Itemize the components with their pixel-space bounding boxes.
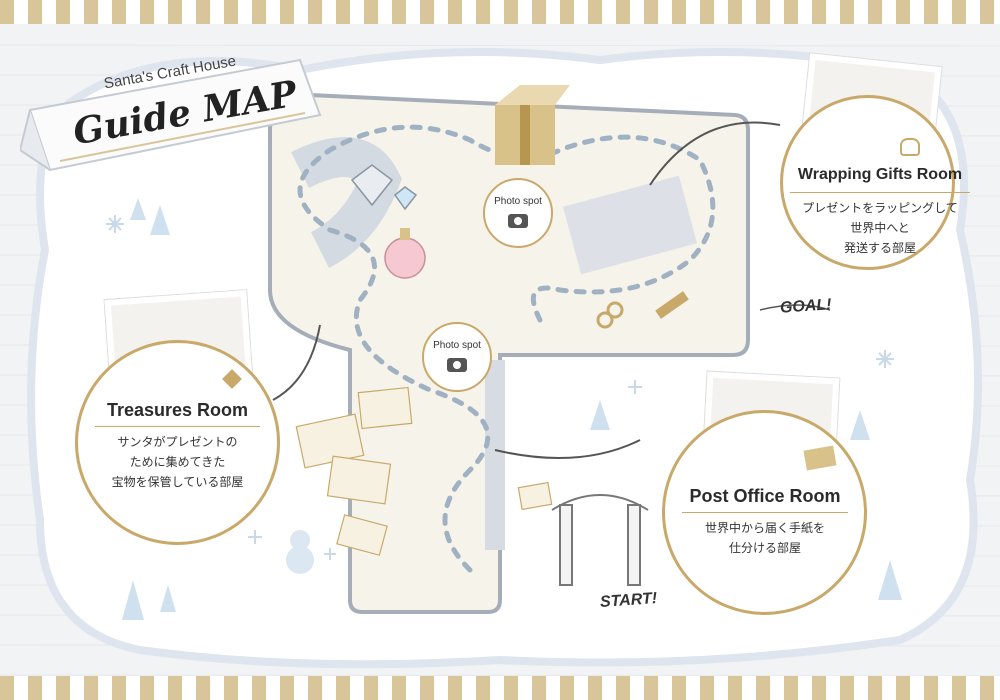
footprint-trail	[297, 124, 716, 573]
snowman-icon	[286, 530, 314, 574]
bottom-border-stripe	[0, 676, 1000, 700]
treasures-room-description: サンタがプレゼントの ために集めてきた 宝物を保管している部屋	[111, 435, 244, 489]
photo-spot-label: Photo spot	[494, 196, 542, 207]
treasures-room-name: Treasures Room	[106, 400, 249, 420]
diamond-icon	[350, 164, 418, 211]
photo-spot-upper[interactable]: Photo spot	[483, 178, 553, 248]
title-banner	[20, 58, 322, 172]
treasures-room-divider	[95, 426, 260, 427]
post-office-room-name: Post Office Room	[689, 486, 841, 506]
photo-spot-lower[interactable]: Photo spot	[422, 322, 492, 392]
camera-icon	[508, 214, 528, 228]
camera-icon	[447, 358, 467, 372]
archway-icon	[551, 494, 649, 586]
snowflake-icons	[106, 215, 894, 560]
treasures-room-card[interactable]	[75, 340, 280, 545]
bow-icon	[900, 138, 920, 156]
pointer-arrows	[272, 121, 781, 459]
tool-icons	[596, 291, 689, 329]
goal-marker: GOAL!	[779, 296, 833, 317]
wrapping-room-divider	[790, 192, 970, 193]
tree-icons	[122, 198, 902, 620]
wrapping-room-name: Wrapping Gifts Room	[797, 166, 963, 183]
letter-icons	[295, 386, 553, 556]
post-office-room-description: 世界中から届く手紙を 仕分ける部屋	[704, 521, 825, 555]
perfume-icon	[384, 228, 426, 279]
wrapping-room-card[interactable]	[780, 95, 955, 270]
wrapping-room-description: プレゼントをラッピングして 世界中へと 発送する部屋	[802, 201, 958, 255]
post-office-room-divider	[682, 512, 848, 513]
top-border-stripe	[0, 0, 1000, 24]
gift-icon	[495, 85, 570, 165]
photo-spot-label: Photo spot	[433, 340, 481, 351]
